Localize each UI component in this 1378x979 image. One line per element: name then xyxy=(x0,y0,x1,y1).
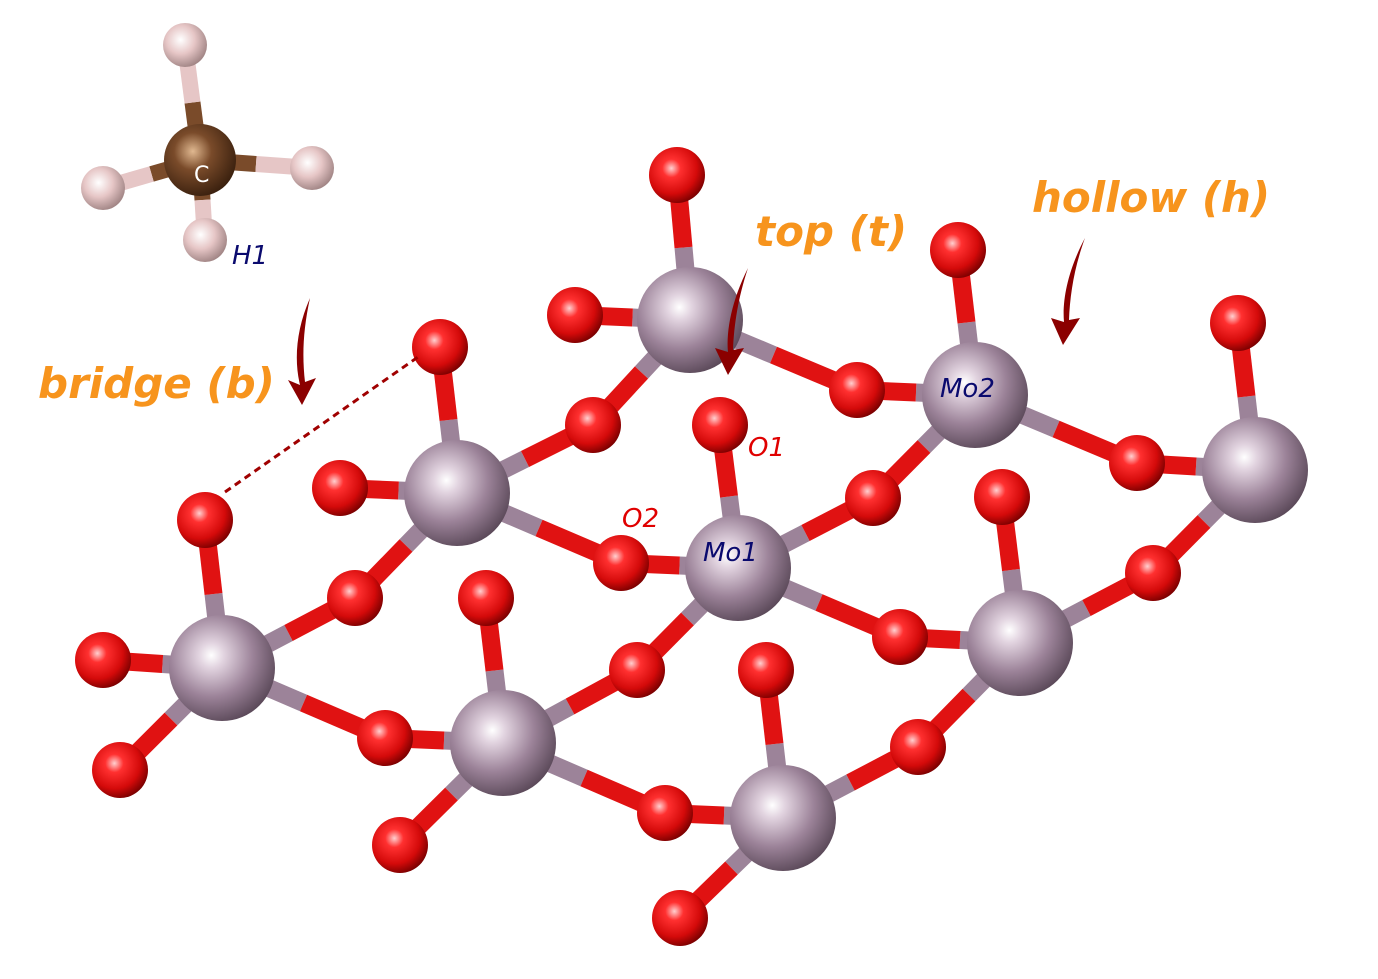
oxygen-atom xyxy=(412,319,468,375)
bridge-arrow-icon xyxy=(288,298,316,405)
hydrogen-atom xyxy=(81,166,125,210)
oxygen-atom xyxy=(930,222,986,278)
molybdenum-atom xyxy=(169,615,275,721)
oxygen-atom xyxy=(974,469,1030,525)
oxygen-atom xyxy=(637,785,693,841)
molybdenum-atom xyxy=(685,515,791,621)
hydrogen-atom xyxy=(163,23,207,67)
oxygen-atom xyxy=(75,632,131,688)
oxygen-atom xyxy=(177,492,233,548)
oxygen-atom xyxy=(593,535,649,591)
arrows xyxy=(288,238,1085,405)
oxygen-atom xyxy=(327,570,383,626)
oxygen-atom xyxy=(692,397,748,453)
hollow-site-label: hollow (h) xyxy=(1032,173,1270,222)
o2-label: O2 xyxy=(622,504,659,534)
h1-label: H1 xyxy=(232,241,268,271)
molybdenum-atom xyxy=(450,690,556,796)
oxygen-atom xyxy=(92,742,148,798)
oxygen-atom xyxy=(357,710,413,766)
oxygen-atom xyxy=(1210,295,1266,351)
molybdenum-atom xyxy=(967,590,1073,696)
oxygen-atom xyxy=(829,362,885,418)
molybdenum-atom xyxy=(637,267,743,373)
molybdenum-atom xyxy=(730,765,836,871)
oxygen-atom xyxy=(652,890,708,946)
oxygen-atom xyxy=(372,817,428,873)
carbon-atom xyxy=(164,124,236,196)
oxygen-atom xyxy=(738,642,794,698)
hydrogen-atom xyxy=(290,146,334,190)
oxygen-atom xyxy=(565,397,621,453)
atoms xyxy=(75,23,1308,946)
molybdenum-atom xyxy=(1202,417,1308,523)
mo1-label: Mo1 xyxy=(703,538,758,568)
oxygen-atom xyxy=(872,609,928,665)
oxygen-atom xyxy=(890,719,946,775)
molybdenum-atom xyxy=(922,342,1028,448)
bridge-site-label: bridge (b) xyxy=(38,359,275,408)
top-site-label: top (t) xyxy=(755,207,907,256)
hydrogen-atom xyxy=(183,218,227,262)
oxygen-atom xyxy=(1109,435,1165,491)
oxygen-atom xyxy=(609,642,665,698)
bridge-site-dashed-line xyxy=(224,355,419,494)
oxygen-atom xyxy=(649,147,705,203)
molybdenum-atom xyxy=(404,440,510,546)
oxygen-atom xyxy=(312,460,368,516)
carbon-label: C xyxy=(194,163,209,188)
mo2-label: Mo2 xyxy=(940,374,995,404)
o1-label: O1 xyxy=(748,433,785,463)
oxygen-atom xyxy=(547,287,603,343)
hollow-arrow-icon xyxy=(1051,238,1085,345)
top-arrow-icon xyxy=(715,268,748,375)
oxygen-atom xyxy=(845,470,901,526)
oxygen-atom xyxy=(458,570,514,626)
labels: C H1 bridge (b) top (t) hollow (h) O1 O2… xyxy=(38,163,1270,568)
oxygen-atom xyxy=(1125,545,1181,601)
